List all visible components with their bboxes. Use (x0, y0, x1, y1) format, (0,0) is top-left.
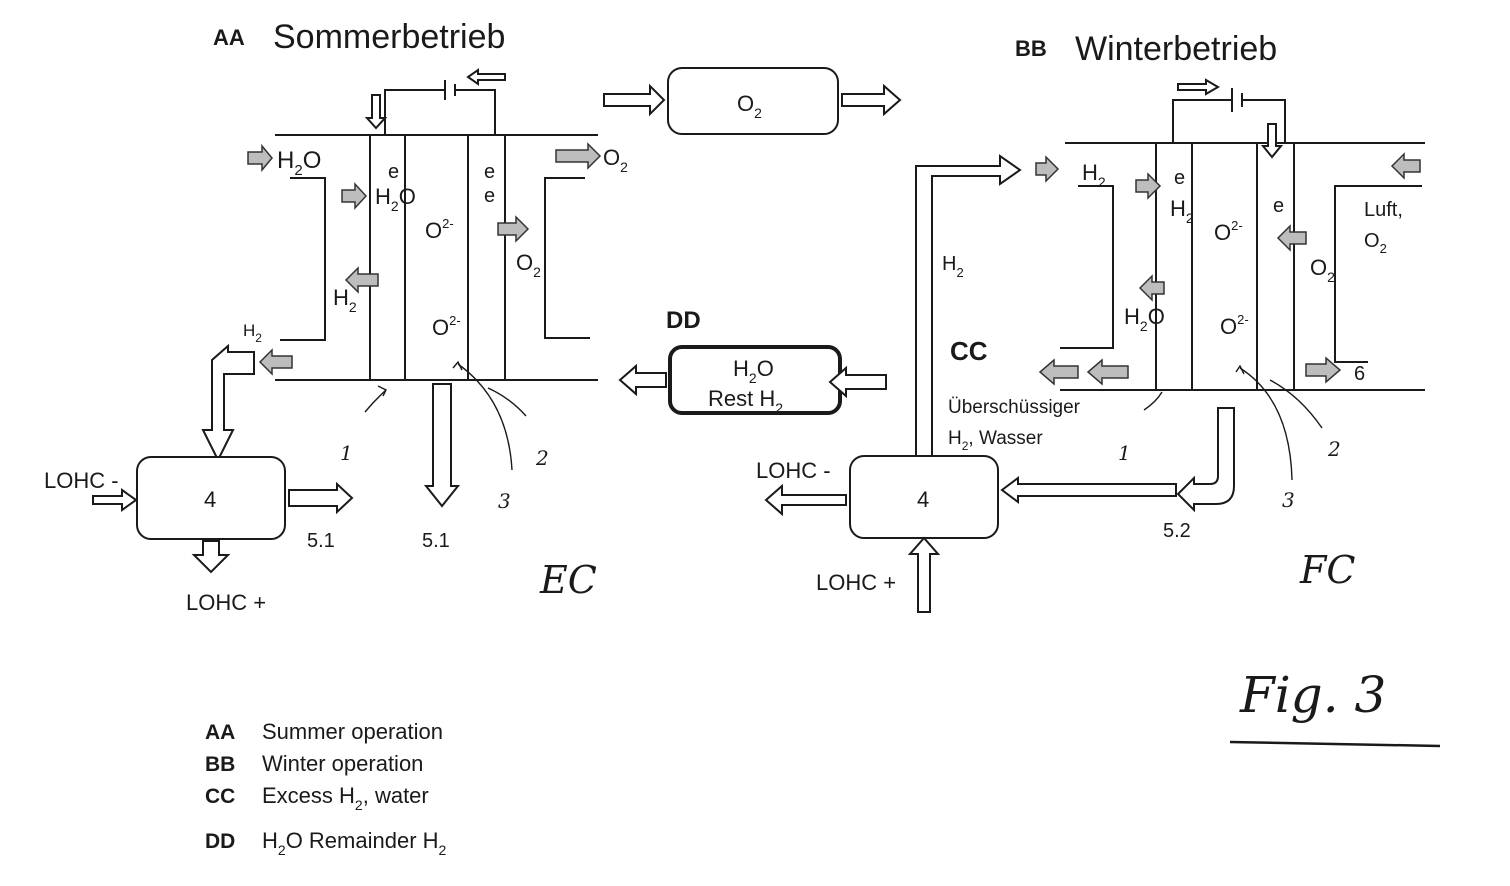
summer-leader-1 (365, 390, 386, 412)
winter-excess-line-1: Überschüssiger (948, 397, 1081, 418)
summer-o2-out: O2 (603, 145, 628, 175)
winter-e-right: e (1273, 195, 1284, 217)
winter-return-arrow-icon (1178, 408, 1234, 510)
winter-leader-2 (1270, 380, 1322, 428)
summer-e-left: e (388, 161, 399, 183)
winter-leader-1 (1144, 392, 1162, 410)
summer-code: AA (213, 25, 245, 50)
winter-o2-inner-arrow-icon (1278, 226, 1306, 250)
summer-h2-lower: H2 (243, 321, 262, 345)
winter-o2minus-bot: O2- (1220, 312, 1249, 339)
residual-tank-out-arrow-icon (620, 366, 666, 394)
summer-ref-3: 3 (498, 489, 511, 513)
summer-circuit (385, 90, 495, 135)
summer-h2-out-arrow-icon (260, 350, 292, 374)
summer-lohc-plus: LOHC + (186, 590, 266, 615)
cc-code: CC (950, 336, 988, 366)
summer-lohc-in-arrow-icon (93, 490, 136, 510)
figure-label: Fig. 3 (1239, 666, 1386, 724)
summer-o2-right: O2 (516, 250, 541, 280)
summer-h2o-in-arrow-icon (248, 146, 272, 170)
winter-ref-2: 2 (1327, 437, 1341, 461)
winter-lohc-plus: LOHC + (816, 570, 896, 595)
legend-code-dd: DD (205, 830, 235, 853)
o2-tank-out-arrow-icon (842, 86, 900, 114)
o2-tank-in-arrow-icon (604, 86, 664, 114)
summer-h2-to-unit-arrow-icon (203, 346, 254, 460)
summer-right-channel (545, 178, 590, 338)
summer-h2o-in-label: H2O (277, 147, 321, 179)
winter-excess-line-2: H2, Wasser (948, 428, 1043, 453)
summer-handwritten-label: EC (539, 558, 597, 602)
winter-exhaust-arrow-2-icon (1040, 360, 1078, 384)
summer-current-arrow-down-icon (367, 95, 385, 128)
summer-lohc-out-arrow-icon (194, 541, 228, 572)
summer-out-5-1-a: 5.1 (307, 530, 335, 552)
summer-h2-inner-arrow-icon (346, 268, 378, 292)
summer-e-right-1: e (484, 161, 495, 183)
summer-ref-2: 2 (535, 446, 549, 470)
winter-o2-right: O2 (1310, 255, 1335, 285)
summer-leader-3-tip (453, 362, 462, 370)
legend-text-bb: Winter operation (262, 751, 423, 776)
legend-text-dd: H2O Remainder H2 (262, 828, 447, 858)
legend: AA Summer operation BB Winter operation … (205, 719, 447, 858)
winter-lohc-minus: LOHC - (756, 458, 831, 483)
winter-leader-3 (1240, 368, 1292, 480)
winter-ref-1: 1 (1118, 441, 1131, 465)
summer-e-right-2: e (484, 185, 495, 207)
legend-text-aa: Summer operation (262, 719, 443, 744)
summer-h2-inner: H2 (333, 285, 357, 315)
dd-code: DD (666, 307, 701, 334)
legend-code-aa: AA (205, 721, 235, 744)
winter-left-channel (1060, 186, 1113, 348)
summer-h2o-inner-arrow-icon (342, 184, 366, 208)
summer-unit-out-arrow-icon (289, 484, 352, 512)
winter-e-left: e (1174, 167, 1185, 189)
legend-code-cc: CC (205, 785, 235, 808)
winter-h2o-inner-arrow-icon (1140, 276, 1164, 300)
winter-luft-label: Luft, (1364, 199, 1403, 221)
winter-air-in-arrow-icon (1392, 154, 1420, 178)
winter-current-arrow-down-icon (1263, 124, 1281, 157)
winter-handwritten-label: FC (1299, 548, 1355, 592)
figure-label-underline (1230, 742, 1440, 746)
summer-left-channel (280, 178, 325, 340)
winter-h2-inner: H2 (1170, 196, 1194, 226)
winter-luft-o2: O2 (1364, 230, 1387, 256)
winter-unit-4-label: 4 (917, 487, 929, 512)
winter-current-arrow-right-icon (1178, 80, 1218, 94)
winter-out-5-2: 5.2 (1163, 520, 1191, 542)
summer-h2o-inner-label: H2O (375, 184, 416, 214)
winter-h2o-inner: H2O (1124, 304, 1165, 334)
winter-h2-riser-label: H2 (942, 253, 964, 280)
summer-ref-1: 1 (340, 441, 353, 465)
summer-unit-4-label: 4 (204, 487, 216, 512)
summer-output-down-arrow-icon (426, 384, 458, 506)
winter-lohc-out-arrow-icon (766, 486, 846, 514)
winter-exhaust-arrow-1-icon (1088, 360, 1128, 384)
summer-o2minus-top: O2- (425, 216, 454, 243)
legend-code-bb: BB (205, 753, 235, 776)
winter-to-unit-arrow-icon (1002, 478, 1176, 502)
summer-out-5-1-b: 5.1 (422, 530, 450, 552)
summer-o2-inner-arrow-icon (498, 217, 528, 241)
winter-ref-3: 3 (1282, 488, 1295, 512)
summer-current-arrow-left-icon (468, 70, 505, 84)
winter-code: BB (1015, 36, 1047, 61)
summer-title: Sommerbetrieb (273, 18, 505, 56)
summer-o2-out-arrow-icon (556, 144, 600, 168)
winter-o2minus-top: O2- (1214, 218, 1243, 245)
legend-text-cc: Excess H2, water (262, 783, 429, 813)
summer-lohc-minus: LOHC - (44, 468, 119, 493)
summer-o2minus-bot: O2- (432, 313, 461, 340)
winter-h2-in-arrow-icon (1036, 157, 1058, 181)
winter-lohc-in-arrow-icon (910, 538, 938, 612)
winter-title: Winterbetrieb (1075, 30, 1277, 68)
winter-out-6: 6 (1354, 363, 1365, 385)
